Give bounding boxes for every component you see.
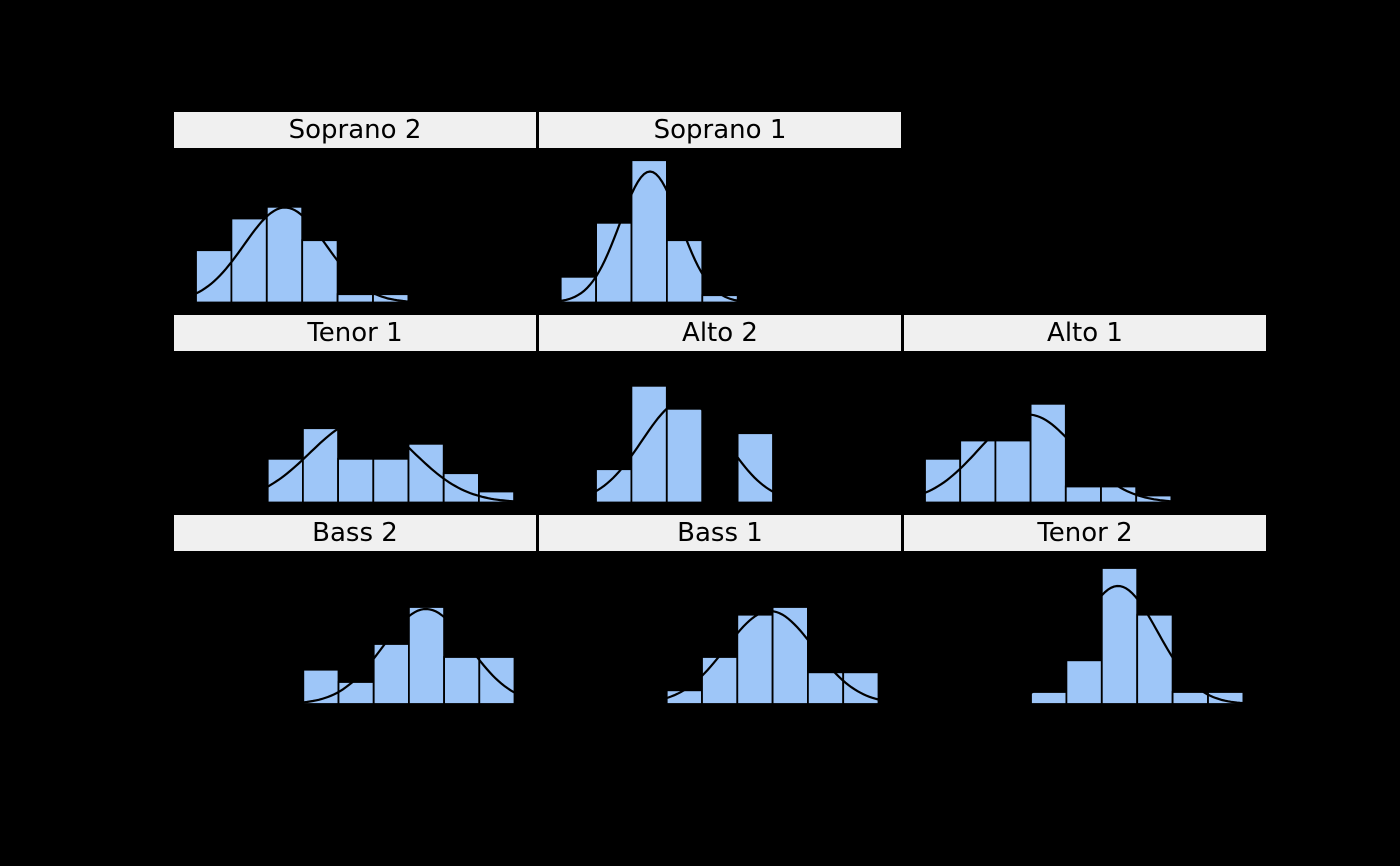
density-curve	[184, 419, 535, 504]
histogram-bar	[771, 606, 809, 705]
density-curve	[619, 609, 901, 705]
facet-strip-label: Bass 2	[312, 518, 398, 548]
histogram-bar	[1064, 485, 1102, 504]
histogram-bar	[665, 407, 704, 504]
facet-strip: Tenor 2	[904, 515, 1266, 551]
facet-strip-label: Alto 1	[1047, 318, 1123, 348]
histogram-bar	[842, 671, 880, 705]
facet-strip-label: Soprano 2	[288, 115, 422, 145]
histogram-bar	[666, 239, 704, 304]
histogram-bar	[301, 239, 339, 304]
histogram-bar	[736, 613, 774, 705]
histogram-bar	[372, 643, 410, 705]
facet-strip-label: Alto 2	[682, 318, 758, 348]
histogram-bar	[337, 457, 375, 504]
histogram-bar	[630, 384, 668, 504]
histogram-bar	[337, 681, 375, 705]
histogram-bar	[994, 439, 1032, 504]
facet-strip: Bass 1	[539, 515, 901, 551]
histogram-bar	[559, 275, 598, 304]
histogram-bar	[1100, 485, 1138, 504]
histogram-bar	[1136, 613, 1174, 705]
histogram-bar	[195, 249, 233, 304]
facet-strip-label: Bass 1	[677, 518, 763, 548]
histogram-bar	[1171, 691, 1209, 705]
histogram-bar	[230, 217, 268, 304]
facet-strip-label: Soprano 1	[653, 115, 787, 145]
histogram-bar	[595, 468, 633, 504]
histogram-bar	[301, 427, 339, 504]
density-curve	[546, 170, 754, 304]
histogram-bar	[1030, 691, 1068, 705]
histogram-bar	[302, 668, 340, 705]
facet-strip: Soprano 2	[174, 112, 536, 148]
histogram-bar	[1207, 691, 1245, 705]
facet-strip-label: Tenor 2	[1037, 518, 1133, 548]
histogram-bar	[1100, 567, 1139, 705]
density-curve	[980, 584, 1254, 705]
histogram-bar	[701, 294, 739, 304]
histogram-bar	[595, 221, 633, 304]
histogram-bar	[701, 656, 739, 705]
histogram-bar	[336, 293, 374, 304]
histogram-bar	[1065, 659, 1103, 705]
histogram-bar	[1029, 402, 1067, 504]
facet-strip: Alto 1	[904, 315, 1266, 351]
histogram-bar	[924, 457, 962, 504]
density-curve	[903, 413, 1195, 504]
facet-strip: Alto 2	[539, 315, 901, 351]
histogram-bar	[265, 205, 304, 304]
histogram-bar	[407, 606, 445, 705]
facet-strip: Tenor 1	[174, 315, 536, 351]
density-curve	[173, 206, 426, 304]
facet-strip: Soprano 1	[539, 112, 901, 148]
facet-strip: Bass 2	[174, 515, 536, 551]
histogram-bar	[372, 457, 410, 504]
density-curve	[278, 607, 536, 705]
density-curve	[540, 399, 828, 504]
histogram-bar	[736, 432, 774, 504]
histogram-bar	[442, 472, 480, 504]
histogram-bar	[443, 656, 481, 705]
facet-strip-label: Tenor 1	[307, 318, 403, 348]
